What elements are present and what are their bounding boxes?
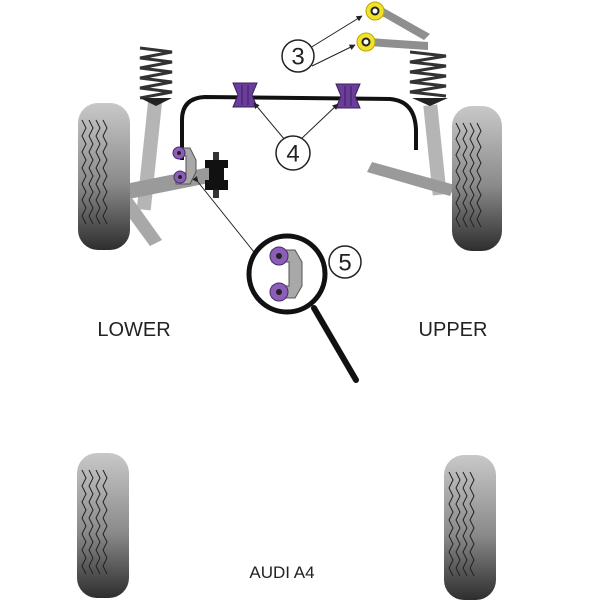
callout-4-number: 4 (286, 141, 299, 168)
subframe-mount (205, 152, 228, 198)
callout-3: 3 (281, 15, 363, 73)
callout-5: 5 (328, 245, 362, 279)
callout-4: 4 (253, 102, 339, 171)
upper-arm-bush-yellow-1 (365, 1, 385, 21)
left-coil-spring (139, 46, 173, 106)
anti-roll-bar (180, 94, 418, 160)
upper-arm-bush-yellow-2 (356, 32, 376, 52)
left-lower-arm (120, 165, 224, 200)
callout-5-arrow (192, 175, 263, 263)
drop-link (172, 146, 197, 185)
callout-5-number: 5 (338, 250, 351, 277)
left-front-wheel (78, 103, 130, 250)
right-lower-arm (367, 162, 455, 196)
right-coil-spring (409, 50, 448, 106)
magnifying-glass (246, 233, 359, 383)
upper-arms (368, 6, 430, 50)
left-track-rod (120, 198, 162, 246)
lower-label: LOWER (97, 319, 170, 341)
upper-label: UPPER (419, 319, 488, 341)
right-rear-wheel (444, 455, 496, 600)
anti-roll-bar-bush-left (232, 82, 258, 108)
callout-3-number: 3 (291, 44, 304, 71)
anti-roll-bar-bush-right (335, 83, 361, 109)
right-strut (423, 104, 447, 196)
left-rear-wheel (77, 453, 129, 598)
right-front-wheel (452, 106, 502, 251)
model-title: AUDI A4 (249, 563, 314, 582)
